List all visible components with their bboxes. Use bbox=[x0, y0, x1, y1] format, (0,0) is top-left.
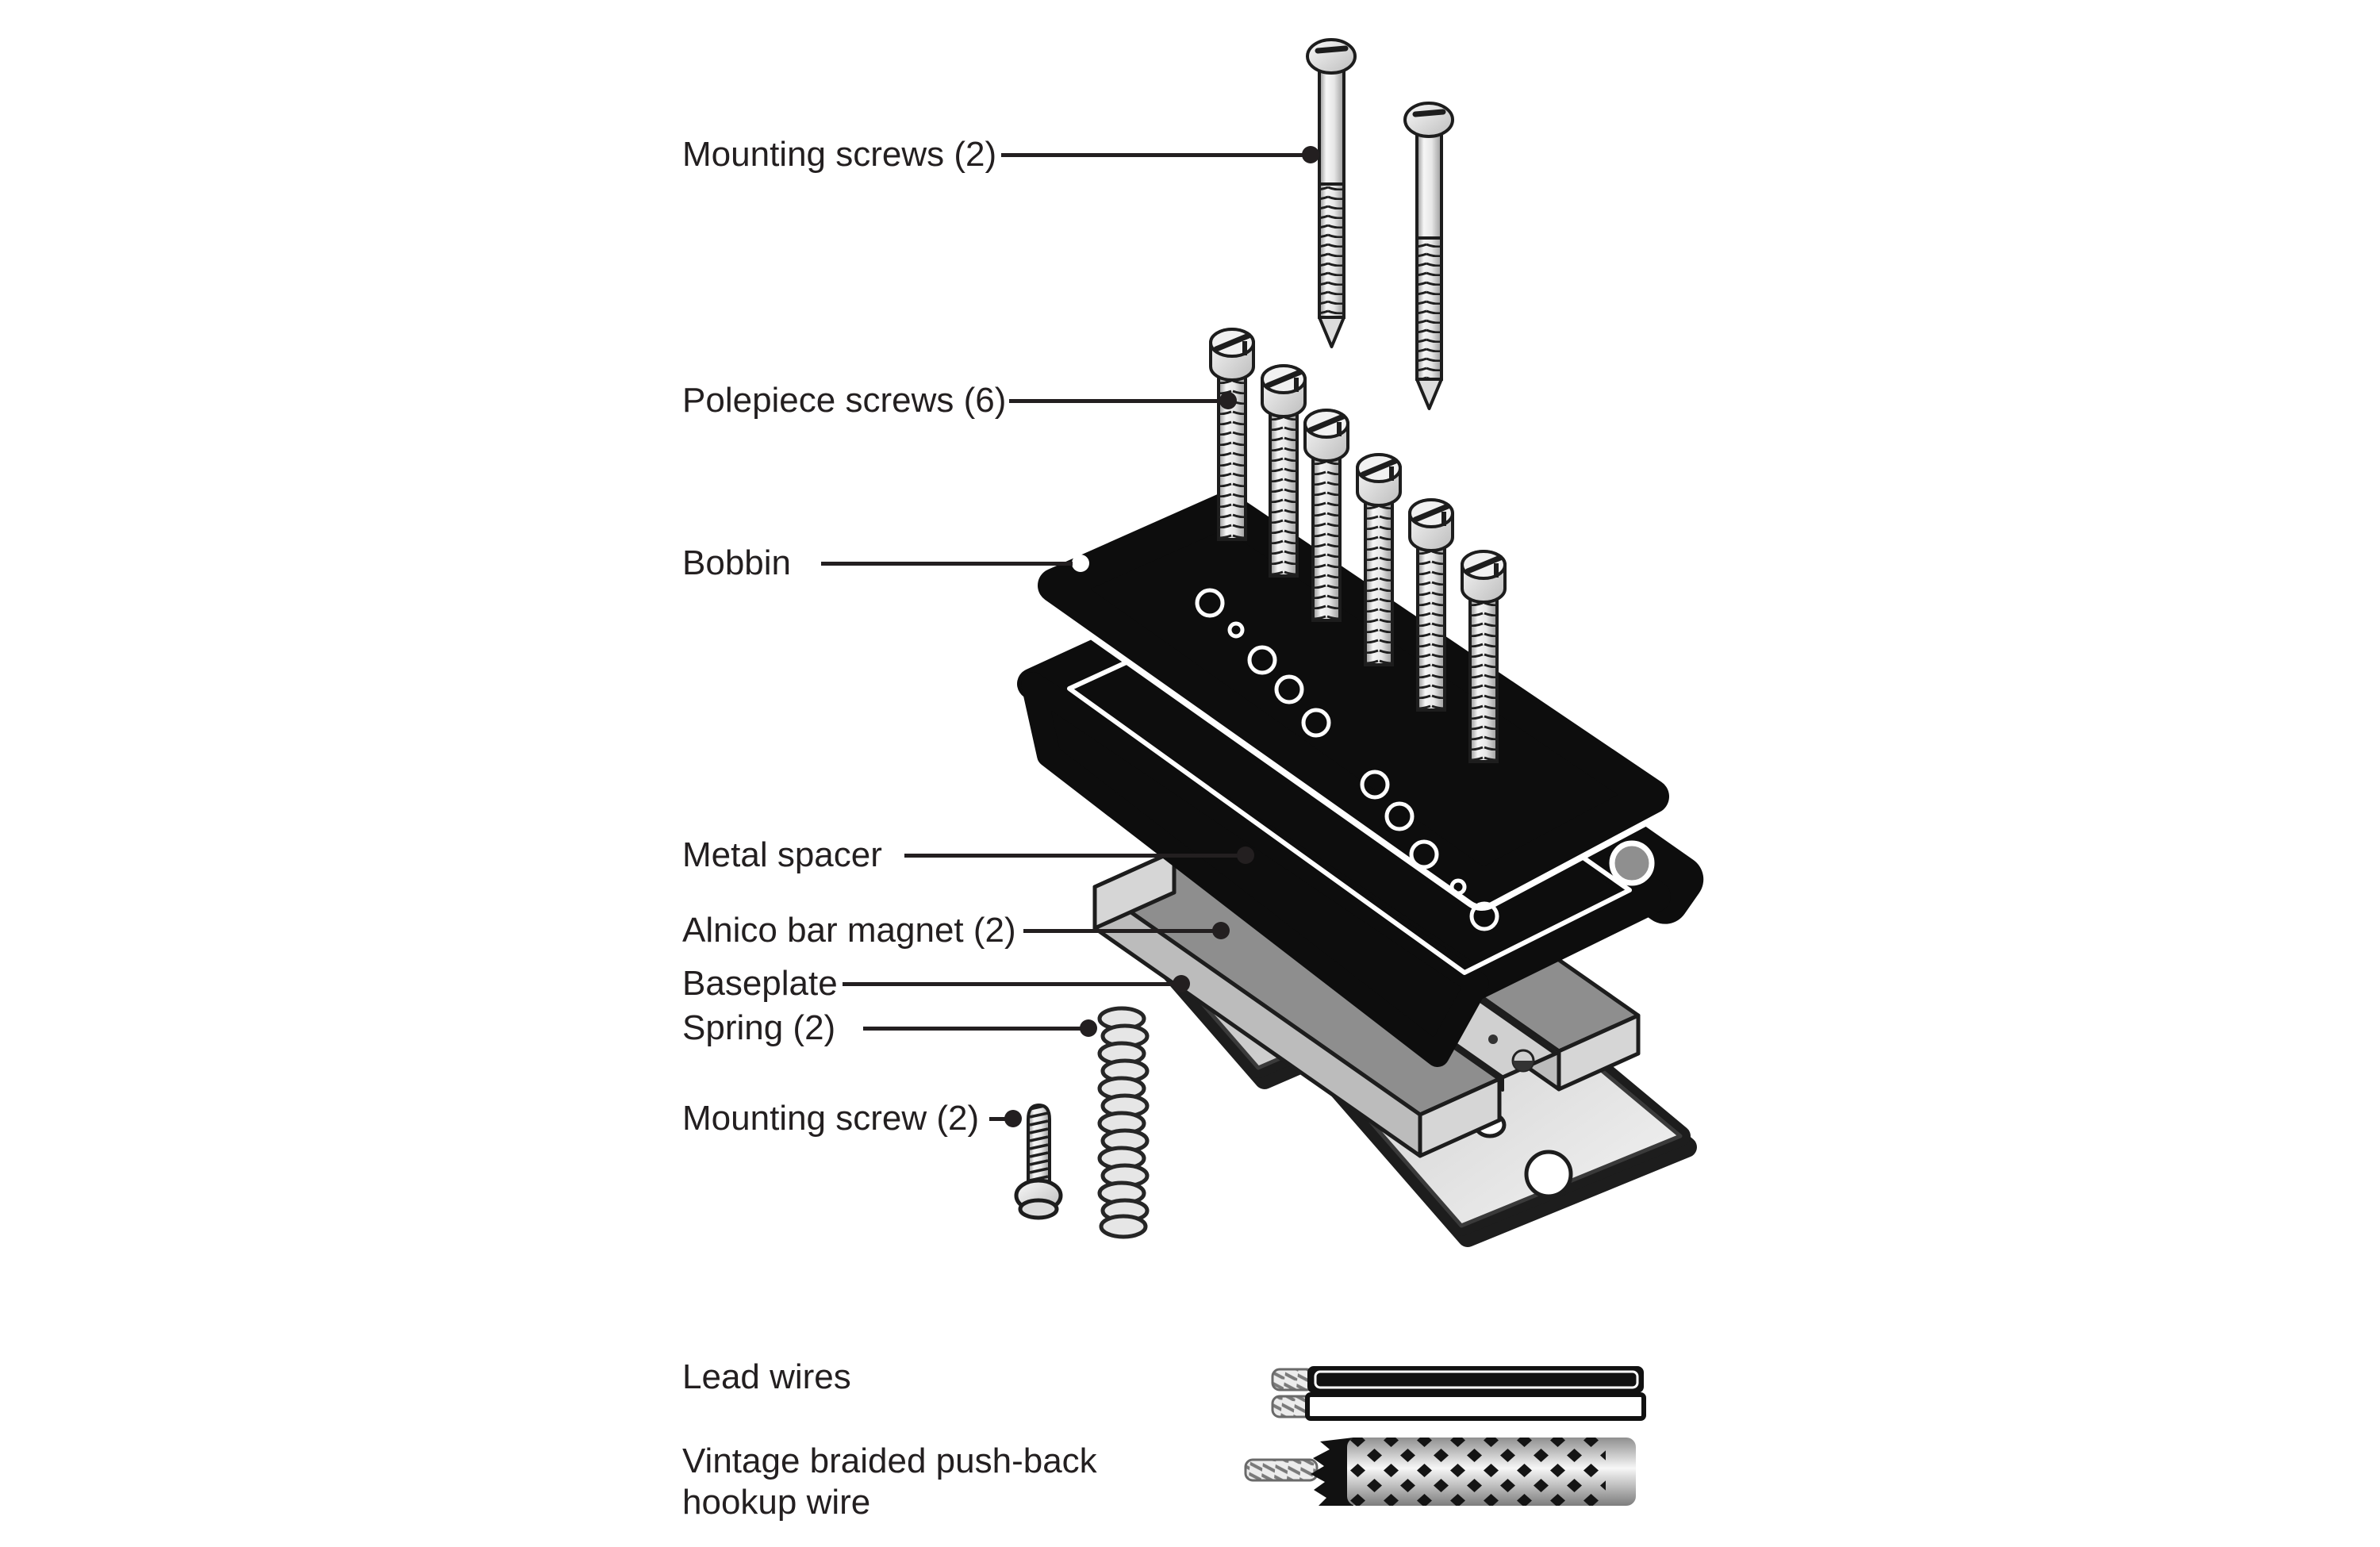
leader-dot-metal-spacer bbox=[1237, 846, 1254, 864]
leader-bobbin bbox=[821, 562, 1073, 566]
leader-metal-spacer bbox=[904, 854, 1238, 858]
leader-dot-spring bbox=[1080, 1019, 1097, 1037]
label-baseplate: Baseplate bbox=[682, 964, 838, 1003]
label-polepiece-screws: Polepiece screws (6) bbox=[682, 381, 1007, 420]
alnico-bar-magnet-front bbox=[1092, 849, 1502, 1158]
mounting-screw-2 bbox=[1403, 102, 1454, 410]
braided-hookup-wire-art bbox=[1244, 1438, 1636, 1506]
leader-baseplate bbox=[843, 982, 1176, 986]
label-mounting-screw-bottom: Mounting screw (2) bbox=[682, 1099, 980, 1138]
bobbin-polepiece-holes bbox=[1195, 588, 1499, 931]
label-lead-wires: Lead wires bbox=[682, 1357, 851, 1396]
baseplate-mounting-hole bbox=[1524, 1150, 1573, 1199]
label-spring: Spring (2) bbox=[682, 1008, 836, 1047]
leader-polepiece-screws bbox=[1009, 399, 1223, 403]
label-hookup-wire: Vintage braided push-back hookup wire bbox=[682, 1441, 1097, 1522]
leader-dot-alnico-bar-magnet bbox=[1212, 922, 1230, 939]
leader-dot-mounting-screws-top bbox=[1302, 146, 1319, 163]
label-alnico-bar-magnet: Alnico bar magnet (2) bbox=[682, 911, 1016, 950]
bobbin-leader-endpoint bbox=[1072, 555, 1089, 572]
leader-alnico-bar-magnet bbox=[1023, 929, 1215, 933]
mounting-screws-top bbox=[1306, 38, 1454, 410]
bobbin-ear-hole bbox=[1609, 840, 1655, 886]
mounting-screw-bottom-part bbox=[1014, 1103, 1063, 1220]
lead-wire-white bbox=[1305, 1392, 1646, 1421]
label-bobbin: Bobbin bbox=[682, 543, 792, 582]
leader-mounting-screws-top bbox=[1001, 153, 1304, 157]
label-mounting-screws-top: Mounting screws (2) bbox=[682, 135, 997, 174]
leader-dot-mounting-screw-bottom bbox=[1004, 1110, 1022, 1127]
lead-wire-black bbox=[1307, 1366, 1644, 1393]
leader-spring bbox=[863, 1027, 1082, 1031]
bobbin-top-flange bbox=[1031, 486, 1676, 931]
lead-wires-art bbox=[1271, 1366, 1646, 1421]
leader-dot-polepiece-screws bbox=[1219, 392, 1237, 409]
leader-mounting-screw-bottom bbox=[989, 1117, 1009, 1121]
mounting-screw-1 bbox=[1306, 38, 1357, 348]
label-metal-spacer: Metal spacer bbox=[682, 835, 882, 874]
spring-part bbox=[1097, 1006, 1150, 1239]
leader-dot-baseplate bbox=[1173, 975, 1190, 992]
